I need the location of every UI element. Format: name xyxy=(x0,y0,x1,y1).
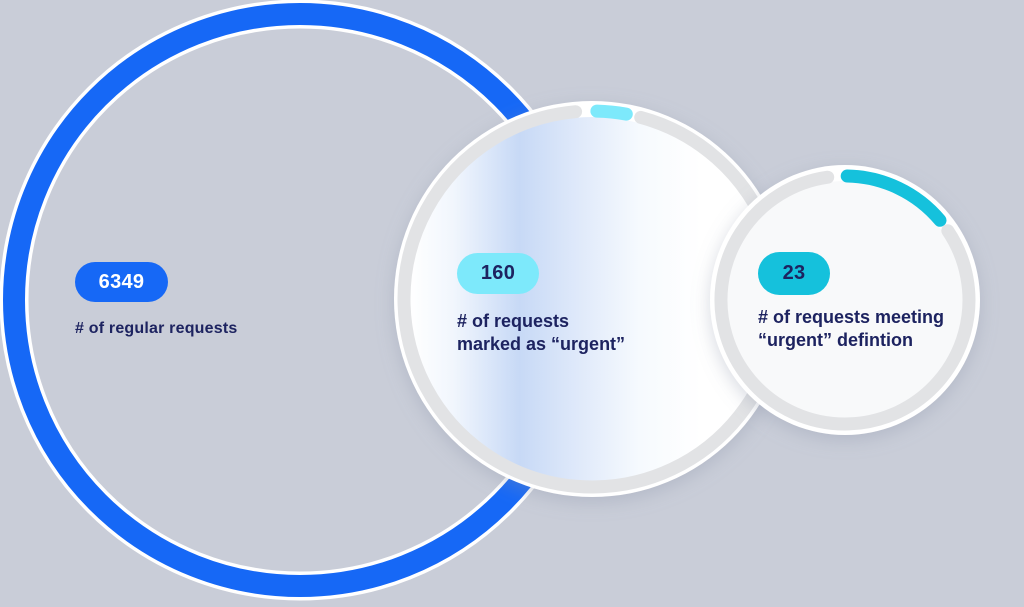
meeting-urgent-count-badge: 23 xyxy=(758,252,830,295)
small-bubble-fill xyxy=(726,181,964,419)
meeting-urgent-label-line1: # of requests meeting xyxy=(758,307,945,327)
small-bubble xyxy=(710,165,980,435)
marked-urgent-count-value: 160 xyxy=(480,262,516,284)
regular-count-value: 6349 xyxy=(98,270,145,293)
marked-urgent-count-badge: 160 xyxy=(457,253,539,294)
meeting-urgent-label: # of requests meeting “urgent” defintion xyxy=(758,306,944,352)
marked-urgent-label-line1: # of requests xyxy=(457,311,570,331)
meeting-urgent-count-value: 23 xyxy=(782,262,806,284)
regular-count-label: # of regular requests xyxy=(75,320,238,337)
regular-count-badge: 6349 xyxy=(75,262,168,302)
meeting-urgent-label-line2: “urgent” defintion xyxy=(758,330,913,350)
marked-urgent-label: # of requests marked as “urgent” xyxy=(457,310,625,356)
medium-bubble xyxy=(394,101,790,497)
marked-urgent-label-line2: marked as “urgent” xyxy=(457,334,626,354)
small-bubble-teal-arc xyxy=(840,169,947,227)
medium-bubble-fill xyxy=(410,117,774,481)
small-bubble-gray-ring xyxy=(714,170,976,431)
medium-bubble-cyan-arc xyxy=(590,104,633,121)
